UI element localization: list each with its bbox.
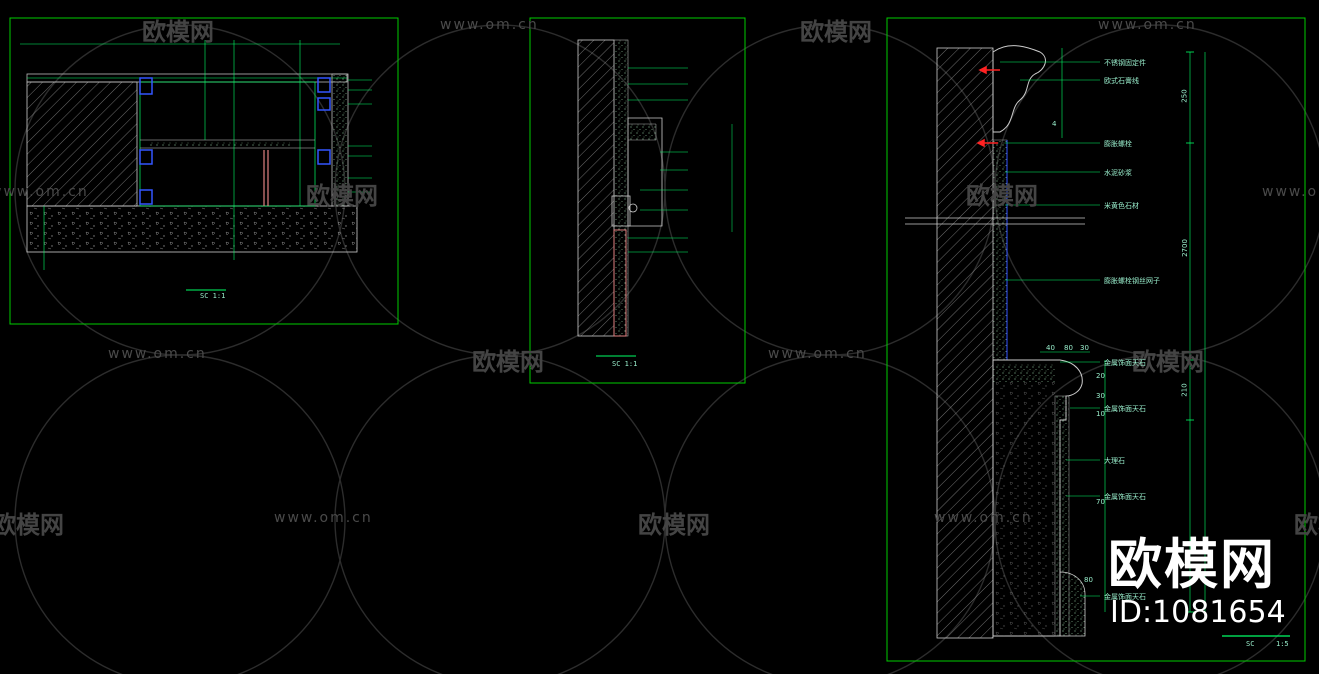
callout-label: 膨胀螺栓钢丝网子 xyxy=(1104,277,1160,285)
dimension-label: 30 xyxy=(1096,392,1105,400)
watermark-brand: 欧模网 xyxy=(472,348,544,376)
watermark-brand: 欧模网 xyxy=(1132,348,1204,376)
watermark-url: www.om.cn xyxy=(768,346,867,362)
watermark-url: www.om.cn xyxy=(1262,184,1319,200)
callout-label: 欧式石膏线 xyxy=(1104,77,1139,85)
callout-label: 金属饰面天石 xyxy=(1104,405,1146,413)
watermark-brand: 欧模网 xyxy=(966,182,1038,210)
callout-label: 大理石 xyxy=(1104,457,1125,465)
left-section-drawing xyxy=(9,17,399,325)
callout-label: 膨胀螺栓 xyxy=(1104,140,1132,148)
callout-label: 金属饰面天石 xyxy=(1104,359,1146,367)
brand-logo-text: 欧模网 xyxy=(1108,533,1276,596)
middle-section-drawing xyxy=(529,17,746,384)
callout-label: 金属饰面天石 xyxy=(1104,593,1146,601)
right-drawing-scale-right: 1:5 xyxy=(1276,640,1289,648)
watermark-brand: 欧模网 xyxy=(0,511,64,539)
left-drawing-scale: SC 1:1 xyxy=(200,292,226,300)
watermark-brand: 欧模网 xyxy=(800,18,872,46)
dimension-label: 2700 xyxy=(1180,239,1189,257)
watermark-url: www.om.cn xyxy=(440,17,539,33)
watermark-brand: 欧模网 xyxy=(306,182,378,210)
dimension-label: 10 xyxy=(1096,410,1105,418)
dimension-label: 210 xyxy=(1180,383,1189,397)
dimension-label: 20 xyxy=(1096,372,1105,380)
watermark-url: www.om.cn xyxy=(0,184,89,200)
dimension-label: 80 xyxy=(1084,576,1093,584)
right-drawing-scale-left: SC xyxy=(1246,640,1255,648)
right-section-drawing xyxy=(886,17,1306,662)
callout-label: 水泥砂浆 xyxy=(1104,169,1132,177)
watermark-url: www.om.cn xyxy=(274,510,373,526)
watermark-url: www.om.cn xyxy=(108,346,207,362)
dimension-label: 40 xyxy=(1046,344,1055,352)
dimension-label: 30 xyxy=(1080,344,1089,352)
callout-label: 金属饰面天石 xyxy=(1104,493,1146,501)
brand-id: ID:1081654 xyxy=(1110,595,1286,630)
callout-label: 不锈钢固定件 xyxy=(1104,59,1146,67)
watermark-url: www.om.cn xyxy=(1098,17,1197,33)
watermark-brand: 欧模网 xyxy=(638,511,710,539)
middle-drawing-scale: SC 1:1 xyxy=(612,360,638,368)
dimension-label: 80 xyxy=(1064,344,1073,352)
watermark-brand: 欧模网 xyxy=(142,18,214,46)
callout-label: 米黄色石材 xyxy=(1104,202,1139,210)
watermark-brand: 欧模网 xyxy=(1294,511,1319,539)
watermark-url: www.om.cn xyxy=(934,510,1033,526)
dimension-label: 250 xyxy=(1180,89,1189,103)
dimension-label: 70 xyxy=(1096,498,1105,506)
dimension-label: 4 xyxy=(1052,120,1057,128)
